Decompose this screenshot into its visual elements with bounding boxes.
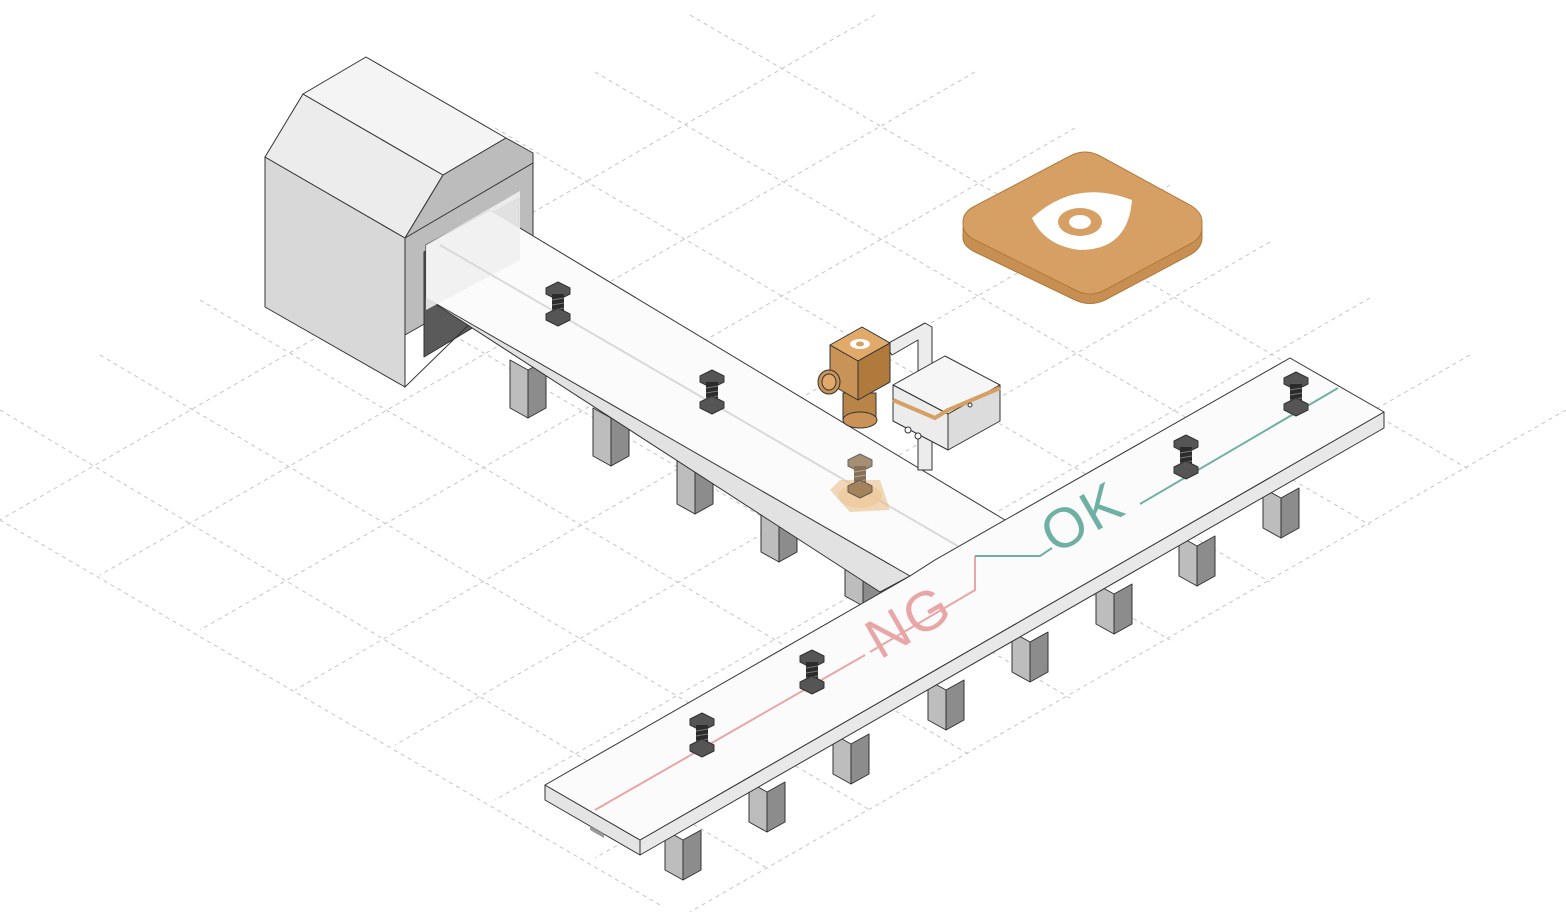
bolt-item (1283, 371, 1309, 417)
camera-eye-icon (850, 339, 870, 349)
controller-led (967, 402, 973, 408)
belt-leg (664, 829, 702, 881)
belt-leg (927, 679, 965, 731)
belt-leg (748, 781, 786, 833)
belt-leg (1095, 583, 1133, 635)
sorting-conveyor (544, 357, 1385, 856)
ok-route-upper (975, 547, 1053, 557)
controller-port (904, 426, 912, 434)
bolt-item (699, 369, 725, 415)
camera-mount (884, 322, 1001, 471)
bolt-item (1173, 434, 1199, 480)
bolt-item (689, 712, 715, 758)
camera-body-side (857, 342, 891, 401)
camera-front-lens (817, 369, 841, 395)
controller-port (914, 432, 922, 440)
sorting-belt-top (544, 357, 1385, 841)
tunnel-light-spill (426, 191, 520, 310)
eye-icon (1032, 192, 1132, 250)
bolt-item (799, 649, 825, 695)
bolt-item-inspected (847, 453, 873, 499)
belt-leg (1178, 535, 1216, 587)
sorting-belt-legs (664, 487, 1300, 881)
belt-leg (509, 359, 547, 419)
vision-camera (817, 326, 891, 512)
belt-leg (832, 733, 870, 785)
belt-end-bracket (590, 826, 604, 838)
ng-route-upper (869, 556, 976, 653)
belt-leg (1011, 631, 1049, 683)
vision-badge (962, 151, 1203, 304)
bolt-item (545, 281, 571, 327)
belt-leg (1262, 487, 1300, 539)
controller-accent-stripe (892, 386, 1001, 421)
bolts (545, 281, 1309, 758)
